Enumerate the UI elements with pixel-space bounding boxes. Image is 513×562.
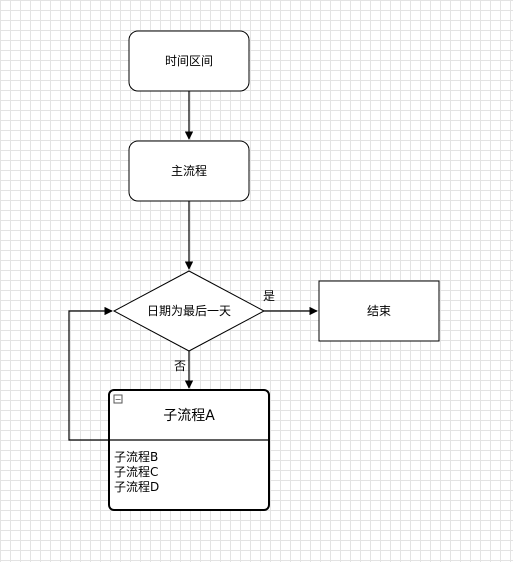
collapse-toggle[interactable]: −: [113, 394, 123, 404]
collapse-toggle-box: [113, 394, 123, 404]
subprocess-title: 子流程A: [163, 408, 215, 424]
node-main-process-label: 主流程: [171, 163, 207, 178]
edge-label-yes: 是: [263, 289, 275, 303]
node-main-process[interactable]: 主流程: [128, 140, 250, 202]
node-time-range[interactable]: 时间区间: [128, 30, 250, 92]
node-main-process-shape: [128, 140, 250, 202]
subprocess-container[interactable]: − 子流程A 子流程B 子流程C 子流程D: [108, 389, 270, 511]
minus-icon: −: [115, 395, 122, 404]
edge-label-no: 否: [174, 359, 186, 373]
node-decision-label: 日期为最后一天: [147, 304, 231, 318]
edge-subprocess-loop-back[interactable]: [68, 306, 113, 441]
subprocess-item: 子流程D: [114, 479, 159, 494]
node-time-range-label: 时间区间: [165, 54, 213, 68]
node-end[interactable]: 结束: [318, 280, 440, 342]
node-decision[interactable]: 日期为最后一天: [112, 270, 266, 352]
node-time-range-shape: [128, 30, 250, 92]
node-end-label: 结束: [367, 304, 391, 318]
node-decision-shape: [112, 270, 266, 352]
node-end-shape: [318, 280, 440, 342]
subprocess-item: 子流程B: [114, 449, 158, 464]
subprocess-container-shape: [108, 389, 270, 511]
subprocess-item: 子流程C: [114, 464, 158, 479]
